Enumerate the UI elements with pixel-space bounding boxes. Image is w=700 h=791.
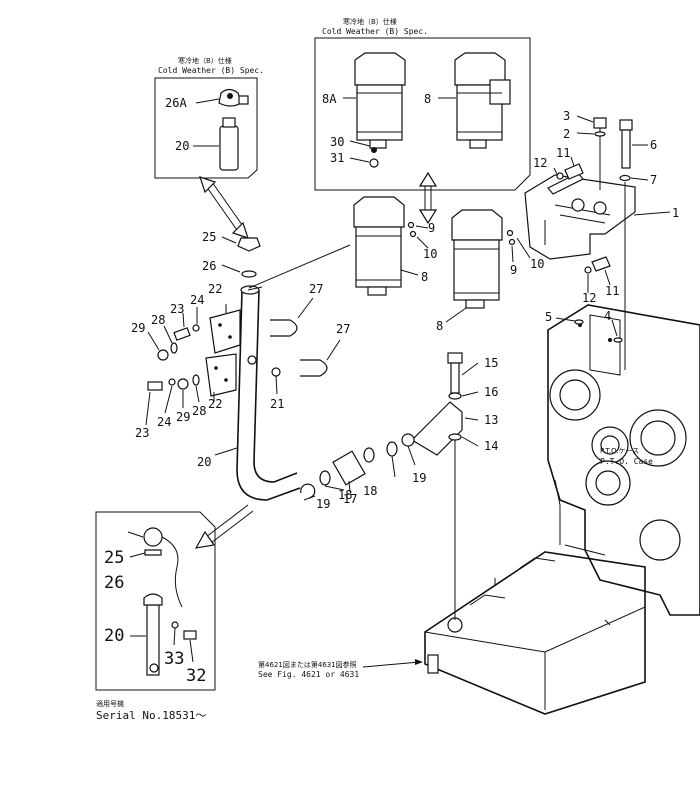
- hydraulic-tank: [424, 551, 646, 715]
- part-31: [369, 158, 379, 168]
- callout-26-serial: 26: [104, 573, 124, 593]
- callout-28-lower: 28: [192, 404, 206, 418]
- callout-8-left: 8: [421, 270, 428, 284]
- callout-16: 16: [484, 385, 498, 399]
- serial-title-jp: 適用号機: [96, 699, 124, 708]
- callout-9-left: 9: [428, 221, 435, 235]
- callout-19-left: 19: [316, 497, 330, 511]
- callout-33: 33: [164, 649, 184, 669]
- breather-pipe-20: [214, 285, 301, 501]
- bolts-5-4: [555, 317, 623, 343]
- callout-28-upper: 28: [151, 313, 165, 327]
- callout-23-lower: 23: [135, 426, 149, 440]
- fasteners-upper: [147, 307, 200, 361]
- callout-21: 21: [270, 397, 284, 411]
- elbow-13: [411, 352, 479, 456]
- serial-number: Serial No.18531～: [96, 709, 206, 722]
- callout-18-right: 18: [363, 484, 377, 498]
- part-20-element-cold: [219, 125, 239, 171]
- part-8A-filter-body: [356, 84, 403, 141]
- main-filter-right: [445, 209, 503, 323]
- callout-8-cold: 8: [424, 92, 431, 106]
- part-30: [371, 147, 377, 153]
- callout-20-main: 20: [197, 455, 211, 469]
- callout-9-right: 9: [510, 263, 517, 277]
- part-8-filter-head-cold: [454, 52, 506, 86]
- double-arrow-large-inset: [418, 171, 438, 225]
- bolt-3-washer-2: [576, 115, 607, 190]
- callout-12-top: 12: [533, 156, 547, 170]
- inset-small-title-jp: 寒冷地（B）仕様: [178, 56, 232, 65]
- callout-24-lower: 24: [157, 415, 171, 429]
- callout-25-serial: 25: [104, 548, 124, 568]
- callout-5: 5: [545, 310, 552, 324]
- see-fig-label-jp: 第4621図または第4631図参照: [258, 660, 357, 669]
- callout-8-right: 8: [436, 319, 443, 333]
- bolt-11-washer-12-top: [553, 156, 584, 180]
- callout-26-main: 26: [202, 259, 216, 273]
- callout-17: 17: [343, 492, 357, 506]
- callout-22-upper: 22: [208, 282, 222, 296]
- pto-case: [547, 304, 700, 616]
- callout-24-upper: 24: [190, 293, 204, 307]
- callout-20-inset: 20: [175, 139, 189, 153]
- callout-12-bottom: 12: [582, 291, 596, 305]
- inset-small-title-en: Cold Weather (B) Spec.: [158, 66, 264, 75]
- callout-25-main: 25: [202, 230, 216, 244]
- bolt-6-washer-7: [619, 119, 649, 370]
- fasteners-lower: [145, 374, 200, 426]
- callout-32: 32: [186, 666, 206, 686]
- callout-31: 31: [330, 151, 344, 165]
- callout-29-upper: 29: [131, 321, 145, 335]
- callout-20-serial: 20: [104, 626, 124, 646]
- inset-cold-weather-large: 寒冷地（B）仕様 Cold Weather (B) Spec.: [314, 17, 531, 191]
- callout-18-left: 18: [338, 488, 352, 502]
- callout-8A: 8A: [322, 92, 337, 106]
- callout-3: 3: [563, 109, 570, 123]
- inset-large-title-jp: 寒冷地（B）仕様: [343, 17, 397, 26]
- cap-25-gasket-26: [221, 236, 261, 278]
- pto-case-label-jp: P.T.O.ケース: [600, 447, 639, 455]
- main-filter-left: [353, 196, 419, 296]
- callout-1: 1: [672, 206, 679, 220]
- callout-2: 2: [563, 127, 570, 141]
- see-fig-label-en: See Fig. 4621 or 4631: [258, 670, 359, 679]
- bracket-22-upper: [209, 304, 241, 354]
- callout-29-lower: 29: [176, 410, 190, 424]
- callout-11-bottom: 11: [605, 284, 619, 298]
- inset-serial: 適用号機 Serial No.18531～: [95, 511, 216, 722]
- callout-11-top: 11: [556, 146, 570, 160]
- pto-case-label-en: P.T.O. Case: [600, 457, 653, 466]
- callout-4: 4: [604, 309, 611, 323]
- callout-30: 30: [330, 135, 344, 149]
- callout-10-right: 10: [530, 257, 544, 271]
- inset-cold-weather-small: 寒冷地（B）仕様 Cold Weather (B) Spec.: [154, 56, 264, 179]
- hose-17-clamps: [300, 433, 416, 501]
- connector-line: [248, 244, 351, 289]
- callout-22-lower: 22: [208, 397, 222, 411]
- arrow-to-serial-inset: [194, 504, 254, 549]
- callout-15: 15: [484, 356, 498, 370]
- callout-7: 7: [650, 173, 657, 187]
- double-arrow-small-inset: [199, 176, 249, 239]
- callout-23-upper: 23: [170, 302, 184, 316]
- callout-19-right: 19: [412, 471, 426, 485]
- inset-large-title-en: Cold Weather (B) Spec.: [322, 27, 428, 36]
- callout-27-upper: 27: [309, 282, 323, 296]
- orings-9-bolts-10: [407, 221, 531, 263]
- callout-26A: 26A: [165, 96, 187, 110]
- callout-13: 13: [484, 413, 498, 427]
- callout-27-lower: 27: [336, 322, 350, 336]
- part-8A-filter-head: [354, 52, 406, 86]
- callout-10-left: 10: [423, 247, 437, 261]
- bracket-22-lower: [205, 353, 237, 402]
- callout-6: 6: [650, 138, 657, 152]
- mounting-bracket-1: [524, 172, 671, 260]
- bolt-11-washer-12-bottom: [584, 256, 611, 293]
- u-clip-27: [247, 297, 341, 395]
- callout-14: 14: [484, 439, 498, 453]
